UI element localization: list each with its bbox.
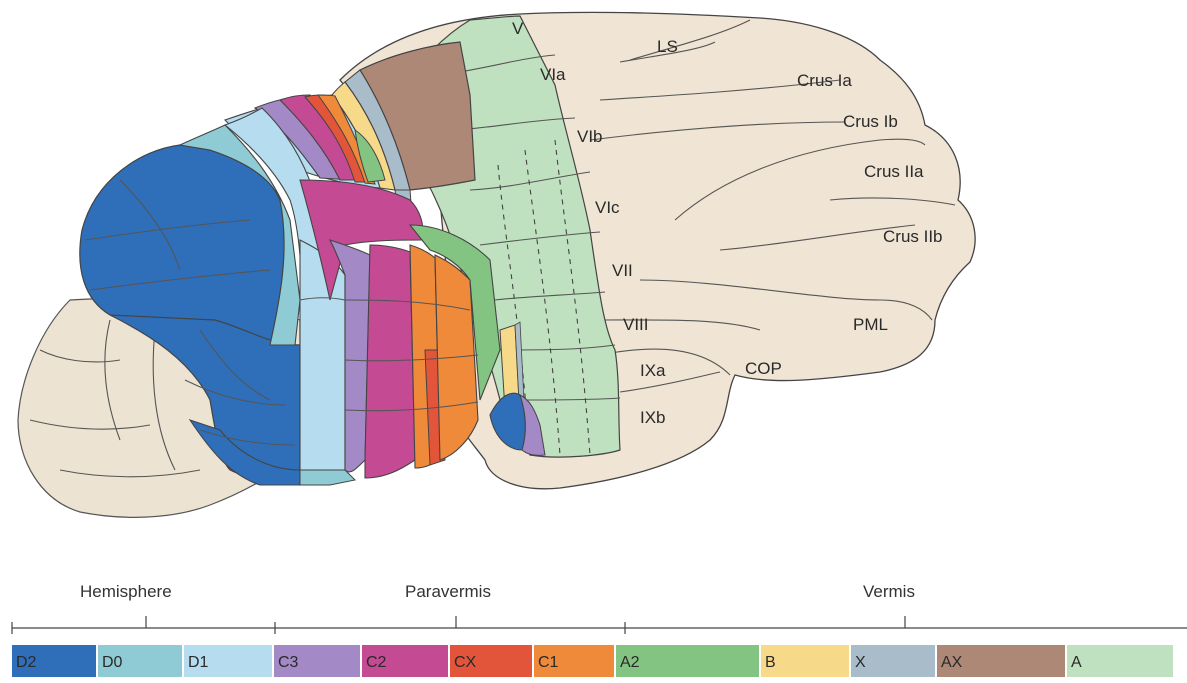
- label-LS: LS: [657, 37, 678, 56]
- legend-label-d1: D1: [188, 654, 209, 671]
- label-IXb: IXb: [640, 408, 666, 427]
- legend-swatch-d1: [184, 645, 272, 677]
- lower-vermis-blobs: [489, 392, 546, 456]
- hemisphere-D2: [79, 144, 301, 486]
- legend-label-c2: C2: [366, 654, 387, 671]
- legend-swatch-b: [761, 645, 849, 677]
- legend-label-a: A: [1071, 654, 1082, 671]
- legend-swatch-ax: [937, 645, 1065, 677]
- legend-label-c1: C1: [538, 654, 559, 671]
- legend-swatch-c1: [534, 645, 614, 677]
- label-crus-iia: Crus IIa: [864, 162, 924, 181]
- legend-label-x: X: [855, 654, 866, 671]
- label-crus-iib: Crus IIb: [883, 227, 943, 246]
- legend-swatch-a: [1067, 645, 1173, 677]
- label-COP: COP: [745, 359, 782, 378]
- legend-label-b: B: [765, 654, 776, 671]
- region-paravermis-label: Paravermis: [405, 582, 491, 601]
- paravermis-C-bands: [299, 179, 526, 479]
- legend-swatch-d0: [98, 645, 182, 677]
- zone-legend: D2 D0 D1 C3 C2 CX C1 A2 B X AX A: [12, 645, 1173, 677]
- label-V: V: [512, 19, 524, 38]
- label-crus-ia: Crus Ia: [797, 71, 852, 90]
- label-crus-ib: Crus Ib: [843, 112, 898, 131]
- region-hemisphere-label: Hemisphere: [80, 582, 172, 601]
- label-VIII: VIII: [623, 315, 649, 334]
- region-vermis-label: Vermis: [863, 582, 915, 601]
- legend-label-a2: A2: [620, 654, 640, 671]
- legend-label-d0: D0: [102, 654, 123, 671]
- legend-swatch-a2: [616, 645, 759, 677]
- hemisphere-D0-D1: [178, 107, 357, 486]
- legend-label-cx: CX: [454, 654, 477, 671]
- legend-swatch-c2: [362, 645, 448, 677]
- legend-swatch-x: [851, 645, 935, 677]
- label-VII: VII: [612, 261, 633, 280]
- legend-swatch-c3: [274, 645, 360, 677]
- legend-swatch-d2: [12, 645, 96, 677]
- legend-label-d2: D2: [16, 654, 37, 671]
- label-VIa: VIa: [540, 65, 566, 84]
- label-PML: PML: [853, 315, 888, 334]
- legend-label-ax: AX: [941, 654, 963, 671]
- legend-swatch-cx: [450, 645, 532, 677]
- lobule-labels: V LS VIa VIb VIc VII VIII IXa IXb COP PM…: [512, 19, 943, 427]
- label-VIc: VIc: [595, 198, 620, 217]
- label-IXa: IXa: [640, 361, 666, 380]
- region-axis: Hemisphere Paravermis Vermis: [11, 582, 1187, 634]
- upper-bands: [223, 94, 386, 189]
- label-VIb: VIb: [577, 127, 603, 146]
- legend-label-c3: C3: [278, 654, 299, 671]
